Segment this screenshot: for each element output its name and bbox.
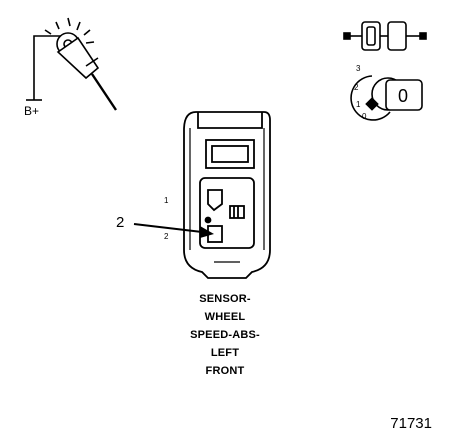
disconnected-connector-icon bbox=[343, 21, 427, 51]
caption-line-3: SPEED-ABS- bbox=[190, 329, 260, 341]
ignition-position-2: 2 bbox=[354, 83, 359, 92]
caption-line-5: FRONT bbox=[205, 365, 245, 377]
callout-arrow bbox=[133, 223, 214, 238]
ignition-switch-icon bbox=[350, 75, 423, 121]
supply-label: B+ bbox=[24, 104, 40, 118]
pin-number-1: 1 bbox=[164, 196, 169, 205]
test-lamp-probe-icon bbox=[33, 17, 117, 111]
figure-number: 71731 bbox=[390, 415, 432, 432]
callout-number: 2 bbox=[116, 214, 125, 231]
caption-line-4: LEFT bbox=[210, 347, 240, 359]
ignition-position-3: 3 bbox=[356, 64, 361, 73]
sensor-connector bbox=[183, 111, 271, 279]
ignition-position-0: 0 bbox=[362, 112, 367, 121]
caption-line-1: SENSOR- bbox=[199, 293, 251, 305]
ignition-position-1: 1 bbox=[356, 100, 361, 109]
ignition-key-position: 0 bbox=[398, 86, 409, 106]
pin-number-2: 2 bbox=[164, 232, 169, 241]
caption-line-2: WHEEL bbox=[204, 311, 246, 323]
